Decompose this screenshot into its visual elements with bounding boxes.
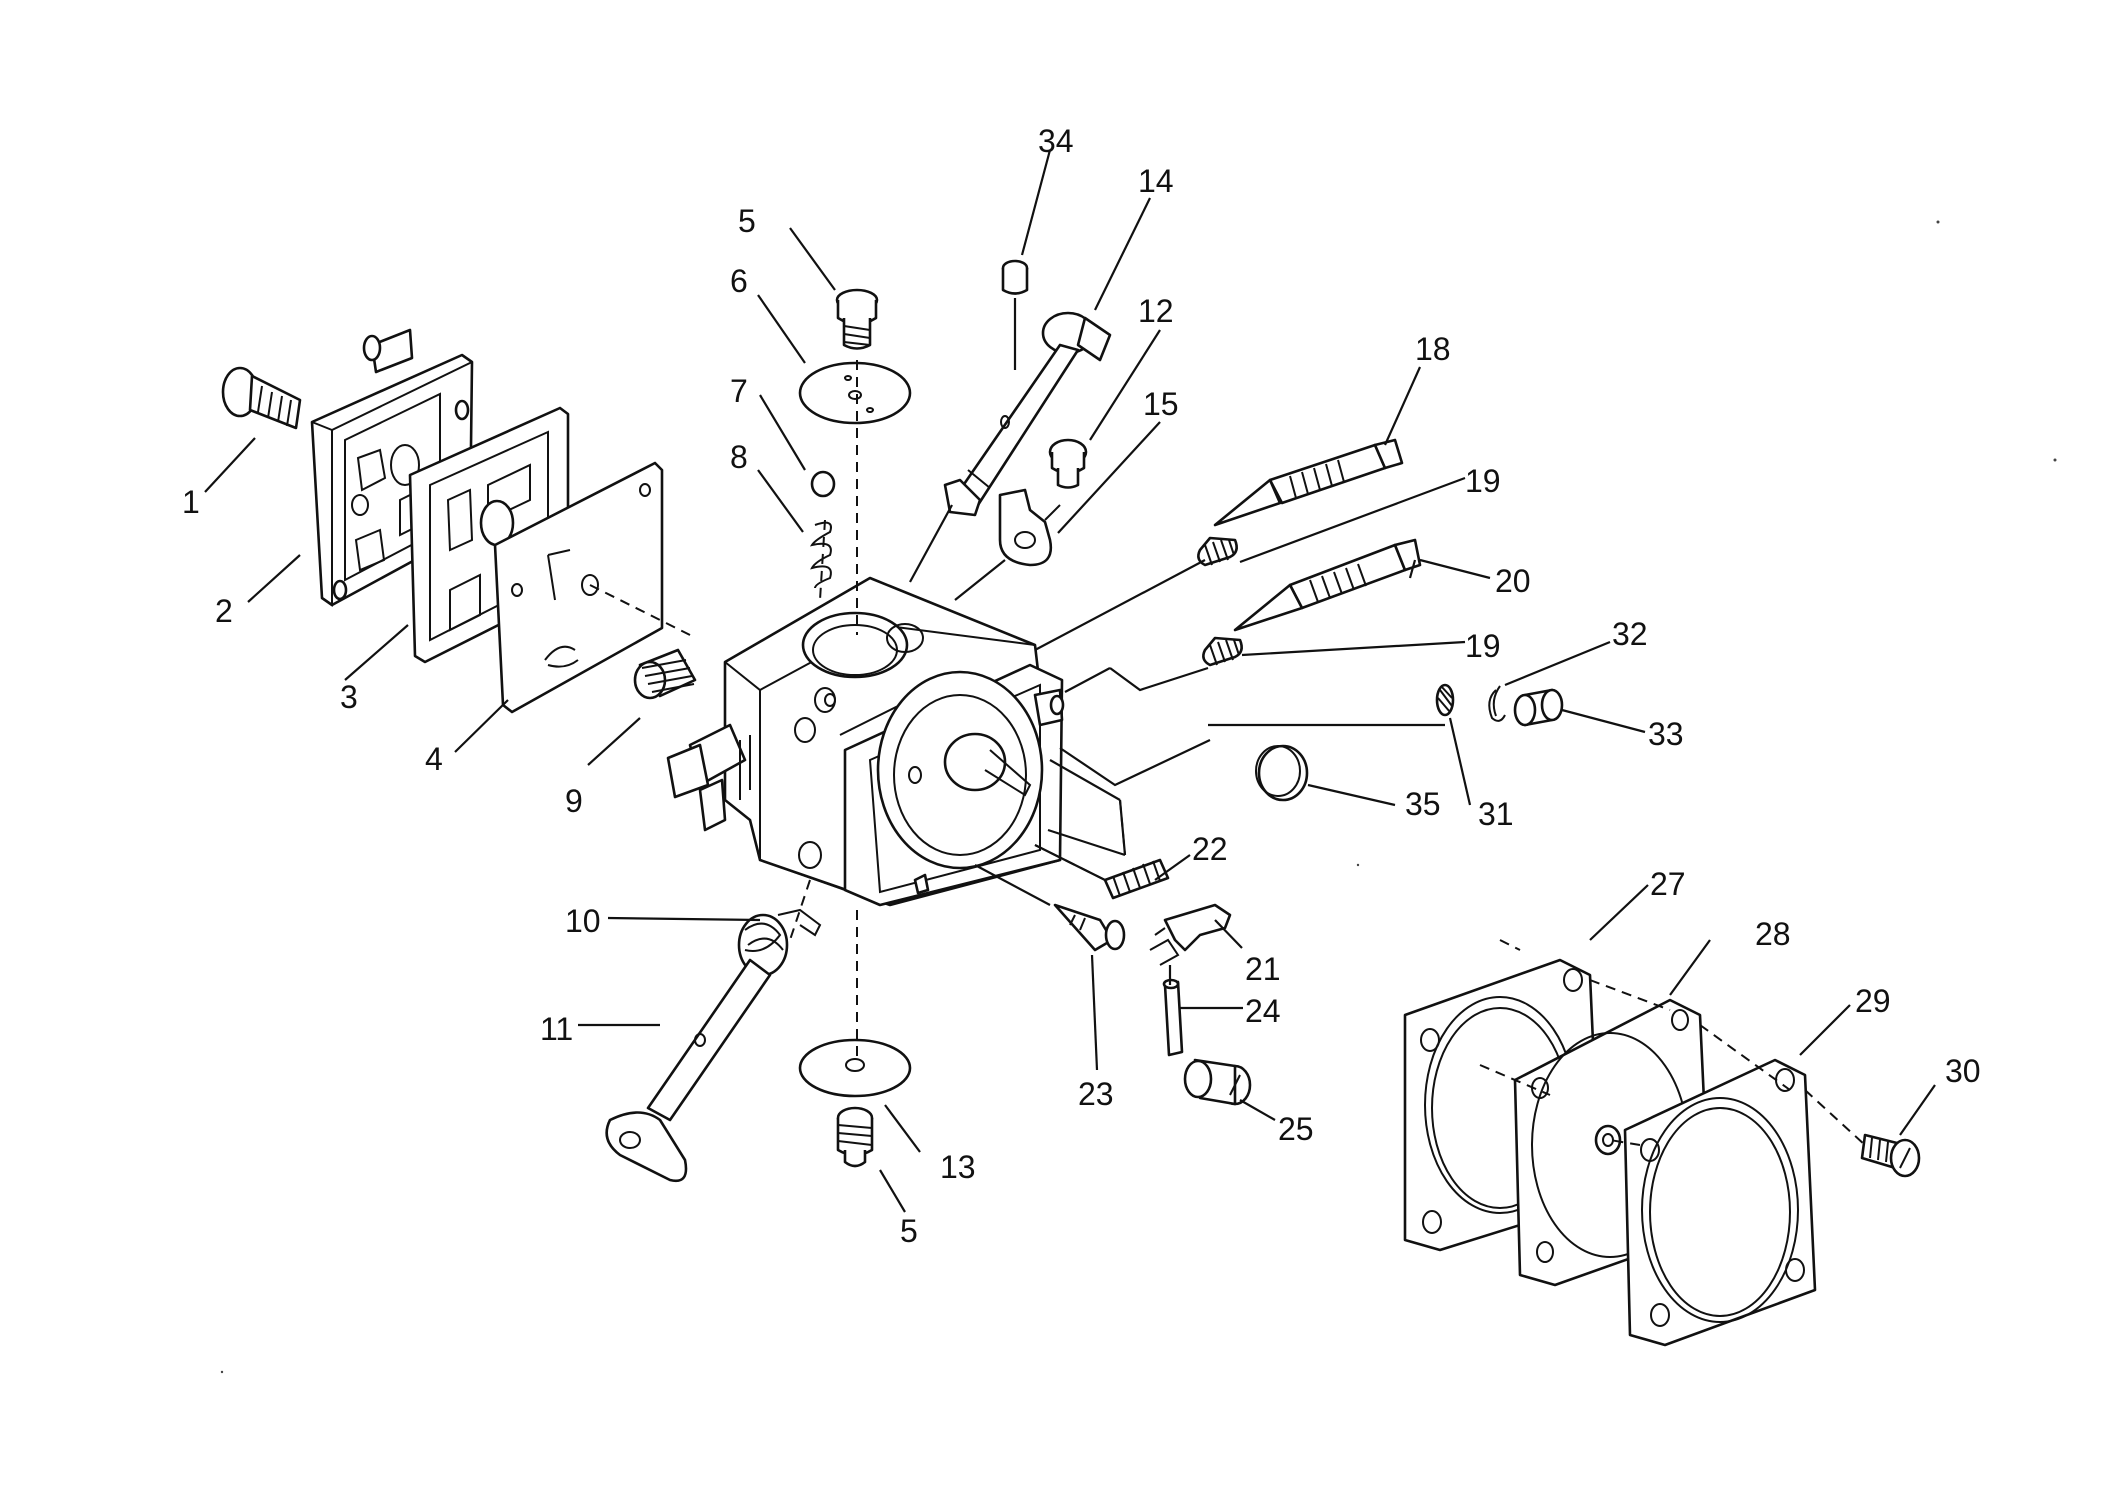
label-21: 21 (1245, 951, 1281, 987)
speck (2053, 458, 2057, 462)
label-12: 12 (1138, 293, 1174, 329)
speck (220, 1370, 224, 1374)
carburetor-body (666, 576, 1065, 907)
label-11: 11 (540, 1011, 573, 1047)
pin-24 (1162, 978, 1184, 1057)
label-18: 18 (1415, 331, 1451, 367)
label-15: 15 (1143, 386, 1179, 422)
label-4: 4 (425, 741, 443, 777)
label-14: 14 (1138, 163, 1174, 199)
label-34: 34 (1038, 123, 1074, 159)
throttle-shaft-14 (943, 311, 1112, 517)
label-6: 6 (730, 263, 748, 299)
label-5-top: 5 (738, 203, 756, 239)
label-25: 25 (1278, 1111, 1314, 1147)
clip-32 (1488, 685, 1506, 722)
label-27: 27 (1650, 866, 1686, 902)
spring-22 (1103, 858, 1170, 900)
label-10: 10 (565, 903, 601, 939)
label-7: 7 (730, 373, 748, 409)
label-30: 30 (1945, 1053, 1981, 1089)
label-2: 2 (215, 593, 233, 629)
spring-8 (809, 521, 832, 589)
screw-1 (221, 366, 302, 430)
label-13: 13 (940, 1149, 976, 1185)
label-5-bottom: 5 (900, 1213, 918, 1249)
strainer-9 (633, 648, 697, 700)
washer-6 (798, 361, 912, 425)
ball-7 (810, 470, 836, 498)
speck (1936, 220, 1940, 224)
choke-shaft-11 (605, 958, 772, 1183)
leader-lines (204, 149, 1936, 1213)
label-35: 35 (1405, 786, 1441, 822)
screw-5-bottom (836, 1106, 874, 1168)
label-31: 31 (1478, 796, 1514, 832)
spring-19b (1202, 636, 1243, 667)
lever-15 (998, 488, 1061, 567)
label-20: 20 (1495, 563, 1531, 599)
washer-13 (798, 1038, 912, 1098)
cover-29 (1623, 1058, 1817, 1347)
label-24: 24 (1245, 993, 1281, 1029)
label-32: 32 (1612, 616, 1648, 652)
cap-35 (1255, 744, 1309, 802)
label-19-bottom: 19 (1465, 628, 1501, 664)
label-3: 3 (340, 679, 358, 715)
label-29: 29 (1855, 983, 1891, 1019)
label-9: 9 (565, 783, 583, 819)
plug-33 (1513, 688, 1564, 727)
label-28: 28 (1755, 916, 1791, 952)
screw-25 (1183, 1058, 1252, 1106)
metering-lever-21 (1149, 903, 1232, 966)
needle-18 (1213, 438, 1404, 527)
label-8: 8 (730, 439, 748, 475)
screw-30 (1860, 1133, 1921, 1178)
label-23: 23 (1078, 1076, 1114, 1112)
callout-labels: 1 2 3 4 5 6 7 8 9 10 11 12 13 14 15 18 1… (182, 123, 1981, 1249)
speck (1356, 863, 1360, 867)
label-22: 22 (1192, 831, 1228, 867)
label-19-top: 19 (1465, 463, 1501, 499)
screw-12 (1048, 438, 1088, 489)
screen-31 (1435, 683, 1455, 717)
label-33: 33 (1648, 716, 1684, 752)
needle-valve-23 (1053, 903, 1126, 952)
cap-34 (1001, 259, 1029, 295)
label-1: 1 (182, 484, 200, 520)
spring-19a (1197, 536, 1238, 567)
screw-5-top (835, 288, 879, 350)
